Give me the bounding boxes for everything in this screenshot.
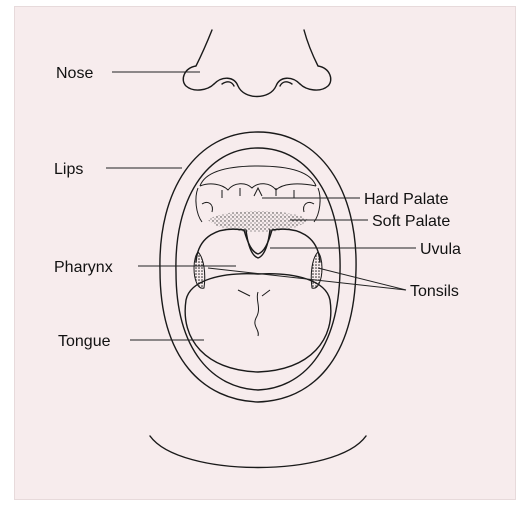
label-pharynx: Pharynx (54, 259, 113, 276)
pharynx-arch-drawing (196, 229, 320, 262)
label-soft-palate: Soft Palate (372, 213, 450, 230)
label-hard-palate: Hard Palate (364, 191, 449, 208)
soft-palate-drawing (208, 188, 308, 232)
label-uvula: Uvula (420, 241, 461, 258)
tongue-drawing (185, 274, 331, 372)
tonsils-leader-right (318, 268, 406, 290)
lips-drawing (160, 132, 356, 402)
label-nose: Nose (56, 65, 93, 82)
label-lips: Lips (54, 161, 83, 178)
nose-drawing (183, 30, 331, 97)
label-tongue: Tongue (58, 333, 111, 350)
chin-drawing (150, 436, 366, 468)
label-tonsils: Tonsils (410, 283, 459, 300)
tonsils-leader-left (208, 268, 406, 290)
